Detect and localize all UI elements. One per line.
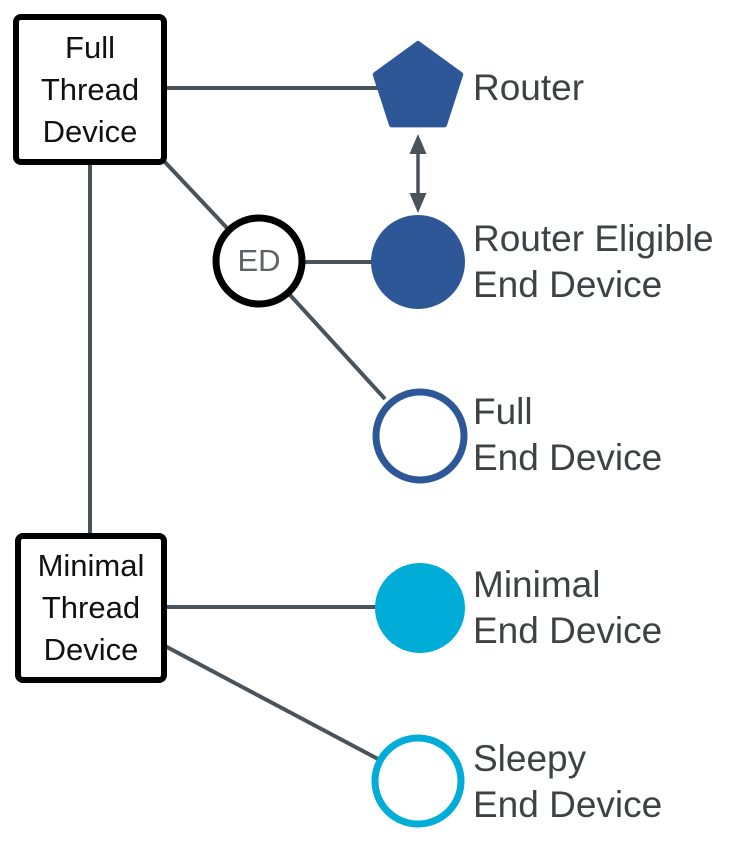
- connector-mtd-to-sed: [164, 644, 379, 761]
- minimal-thread-device-line: Device: [43, 632, 139, 667]
- fed-label-line: Full: [473, 391, 533, 432]
- connector-ed-to-fed: [288, 293, 387, 401]
- minimal-thread-device-line: Thread: [41, 590, 141, 625]
- full-end-device-icon: [372, 388, 468, 484]
- med-label-line: Minimal: [473, 564, 601, 605]
- arrow-head-up: [409, 134, 427, 154]
- bidirectional-arrow-icon: [409, 134, 427, 213]
- router-label: Router: [473, 65, 584, 111]
- minimal-thread-device-box: Minimal Thread Device: [15, 533, 167, 683]
- med-label-line: End Device: [473, 610, 663, 651]
- arrow-head-down: [409, 193, 427, 213]
- full-end-device-label: Full End Device: [473, 389, 662, 481]
- sleepy-end-device-label: Sleepy End Device: [473, 736, 662, 828]
- minimal-thread-device-line: Minimal: [37, 548, 145, 583]
- full-thread-device-line: Thread: [40, 71, 140, 107]
- sed-label-line: Sleepy: [473, 738, 587, 779]
- full-thread-device-box: Full Thread Device: [13, 14, 167, 165]
- router-eligible-end-device-icon: [371, 215, 465, 309]
- full-thread-device-line: Full: [65, 29, 115, 65]
- sed-label-line: End Device: [473, 784, 663, 825]
- sleepy-end-device-icon: [371, 734, 465, 828]
- connector-lines: [88, 86, 387, 761]
- minimal-end-device-label: Minimal End Device: [473, 562, 662, 654]
- router-label-line: Router: [473, 67, 585, 108]
- fed-label-line: End Device: [473, 437, 663, 478]
- full-thread-device-line: Device: [42, 113, 138, 149]
- connector-ftd-to-ed: [161, 158, 229, 230]
- router-eligible-end-device-label: Router Eligible End Device: [473, 216, 714, 308]
- ed-circle-icon: [212, 214, 306, 308]
- reed-label-line: End Device: [473, 264, 663, 305]
- router-pentagon-icon: [372, 41, 464, 128]
- minimal-end-device-icon: [375, 563, 465, 653]
- ed-label: ED: [237, 243, 281, 278]
- reed-label-line: Router Eligible: [473, 218, 714, 259]
